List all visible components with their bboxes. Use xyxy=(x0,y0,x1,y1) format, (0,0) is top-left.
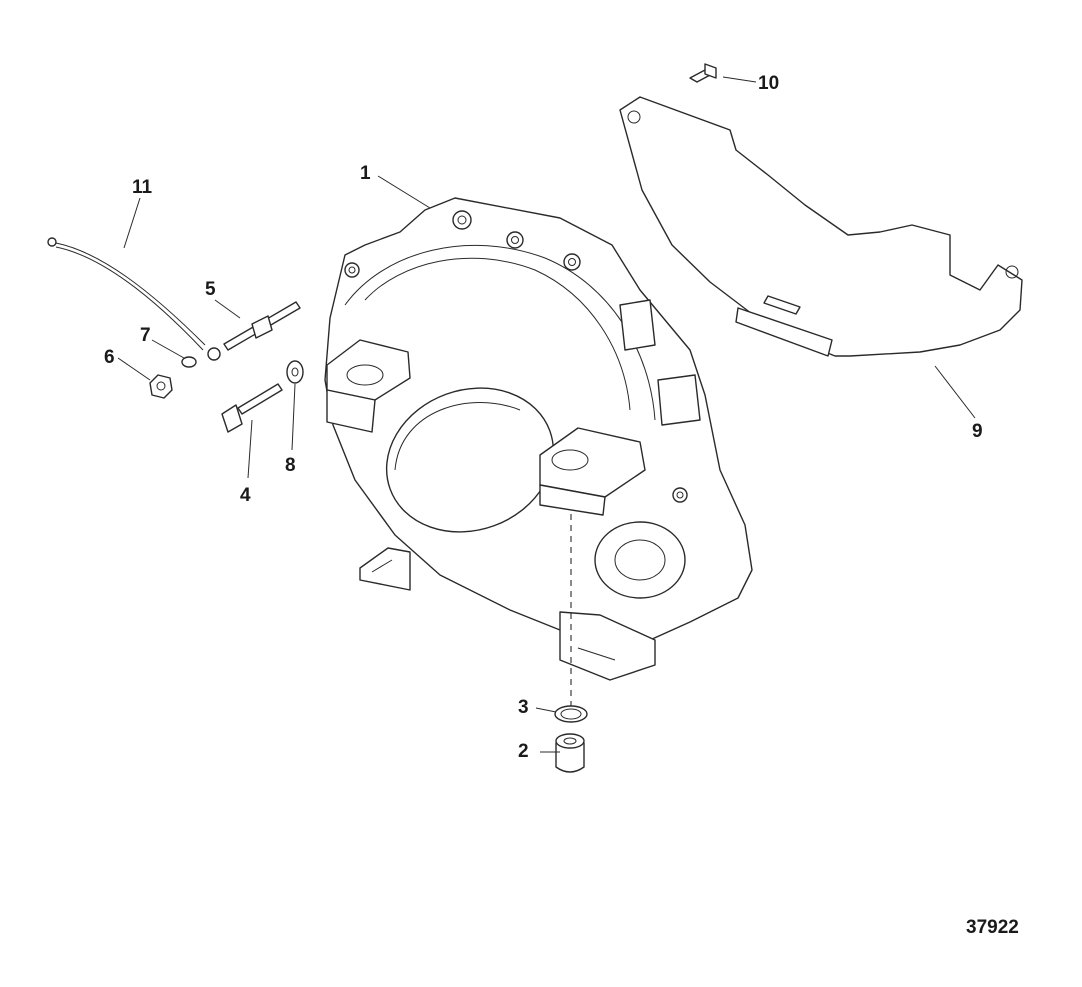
sleeve xyxy=(555,733,585,773)
lock-washer xyxy=(181,356,197,368)
callout-6: 6 xyxy=(104,347,115,368)
callout-3: 3 xyxy=(518,697,529,718)
screw xyxy=(689,63,717,83)
figure-id: 37922 xyxy=(966,917,1019,938)
callout-8: 8 xyxy=(285,455,296,476)
callout-10: 10 xyxy=(758,73,780,94)
callout-4: 4 xyxy=(240,485,251,506)
bolt xyxy=(221,383,283,433)
callout-2: 2 xyxy=(518,741,529,762)
nut xyxy=(149,374,173,399)
callout-9: 9 xyxy=(972,421,983,442)
callout-11: 11 xyxy=(132,177,153,198)
ground-wire xyxy=(47,237,221,361)
leader-lines xyxy=(117,76,976,753)
flywheel-housing xyxy=(324,197,753,681)
washer xyxy=(286,360,304,384)
stud xyxy=(223,301,301,351)
callout-1: 1 xyxy=(360,163,371,184)
flywheel-shield xyxy=(619,96,1023,357)
callout-5: 5 xyxy=(205,279,216,300)
callout-7: 7 xyxy=(140,325,151,346)
o-ring xyxy=(554,705,588,723)
